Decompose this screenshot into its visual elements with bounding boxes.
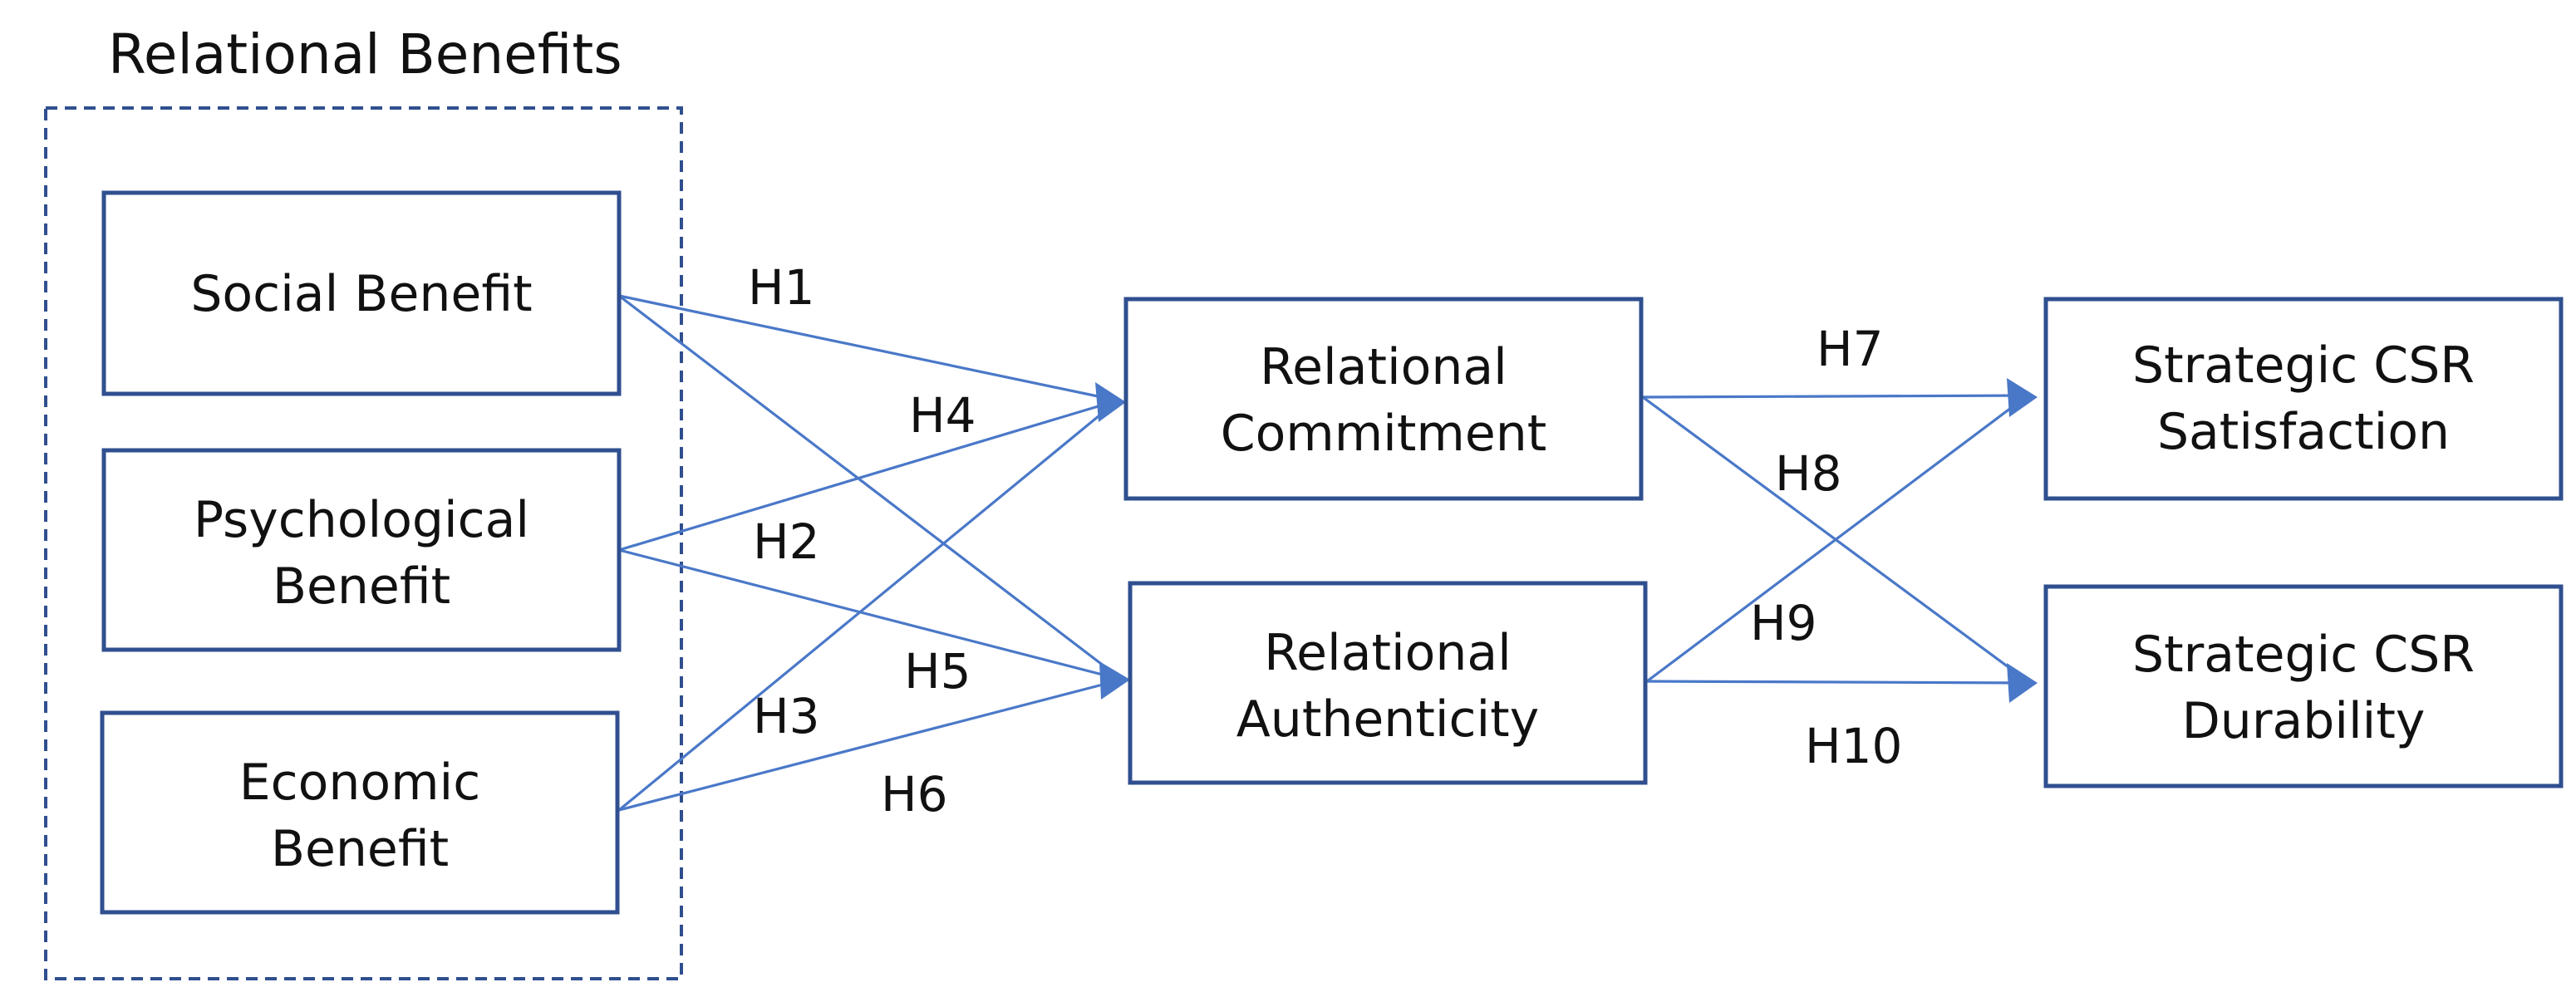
edge-h4: [618, 399, 1118, 552]
node-label-line-2: Commitment: [1221, 405, 1547, 463]
label-h1: H1: [748, 259, 815, 316]
node-label-line-2: Benefit: [271, 820, 449, 878]
node-social-benefit: Social Benefit: [101, 190, 622, 396]
edge-h2: [618, 294, 1123, 681]
node-label-line-2: Durability: [2182, 692, 2426, 750]
node-label-line-1: Relational: [1264, 624, 1512, 682]
edge-h5: [618, 548, 1123, 681]
node-strategic-csr-durability: Strategic CSR Durability: [2043, 584, 2564, 788]
label-h4: H4: [909, 387, 976, 444]
node-psychological-benefit: Psychological Benefit: [101, 448, 622, 652]
edge-h10: [1646, 680, 2028, 685]
node-economic-benefit: Economic Benefit: [100, 710, 620, 915]
node-box: [1123, 297, 1644, 501]
node-box: [1128, 581, 1648, 785]
node-relational-commitment: Relational Commitment: [1123, 297, 1644, 501]
edge-h3: [617, 399, 1119, 812]
node-box: [101, 190, 622, 396]
label-h5: H5: [904, 643, 971, 700]
edge-h7: [1642, 394, 2028, 399]
node-strategic-csr-satisfaction: Strategic CSR Satisfaction: [2043, 297, 2564, 501]
label-h10: H10: [1805, 718, 1902, 774]
edge-h9: [1646, 394, 2028, 683]
arrowhead-durability: [2007, 663, 2038, 703]
node-box: [100, 710, 620, 915]
node-label-line-2: Benefit: [273, 557, 450, 616]
edges: [617, 294, 2028, 812]
node-box: [101, 448, 622, 652]
node-label-line-1: Relational: [1260, 338, 1507, 396]
node-label-line-1: Economic: [239, 754, 480, 812]
label-h7: H7: [1816, 321, 1884, 377]
label-h6: H6: [881, 766, 948, 823]
arrowhead-commitment: [1095, 382, 1126, 422]
node-label-line-2: Satisfaction: [2157, 403, 2450, 461]
node-box: [2043, 297, 2564, 501]
label-h9: H9: [1750, 595, 1817, 651]
node-label-line-1: Psychological: [194, 491, 529, 549]
node-box: [2043, 584, 2564, 788]
node-label-line-1: Strategic CSR: [2132, 626, 2475, 684]
node-label-line-2: Authenticity: [1236, 690, 1539, 749]
edge-h1: [618, 294, 1118, 402]
group-title: Relational Benefits: [108, 22, 622, 86]
label-h8: H8: [1775, 445, 1842, 502]
node-label-line-1: Strategic CSR: [2132, 336, 2475, 395]
label-h3: H3: [753, 688, 820, 744]
edge-h6: [618, 678, 1123, 812]
arrowheads: [1095, 378, 2038, 703]
relational-benefits-group: [44, 106, 683, 980]
node-label: Social Benefit: [190, 265, 532, 323]
hypothesis-labels: H1 H4 H2 H5 H3 H6 H7 H8 H9 H10: [748, 259, 1902, 823]
label-h2: H2: [753, 513, 820, 570]
arrowhead-authenticity: [1099, 661, 1130, 700]
arrowhead-satisfaction: [2007, 378, 2038, 417]
node-relational-authenticity: Relational Authenticity: [1128, 581, 1648, 785]
